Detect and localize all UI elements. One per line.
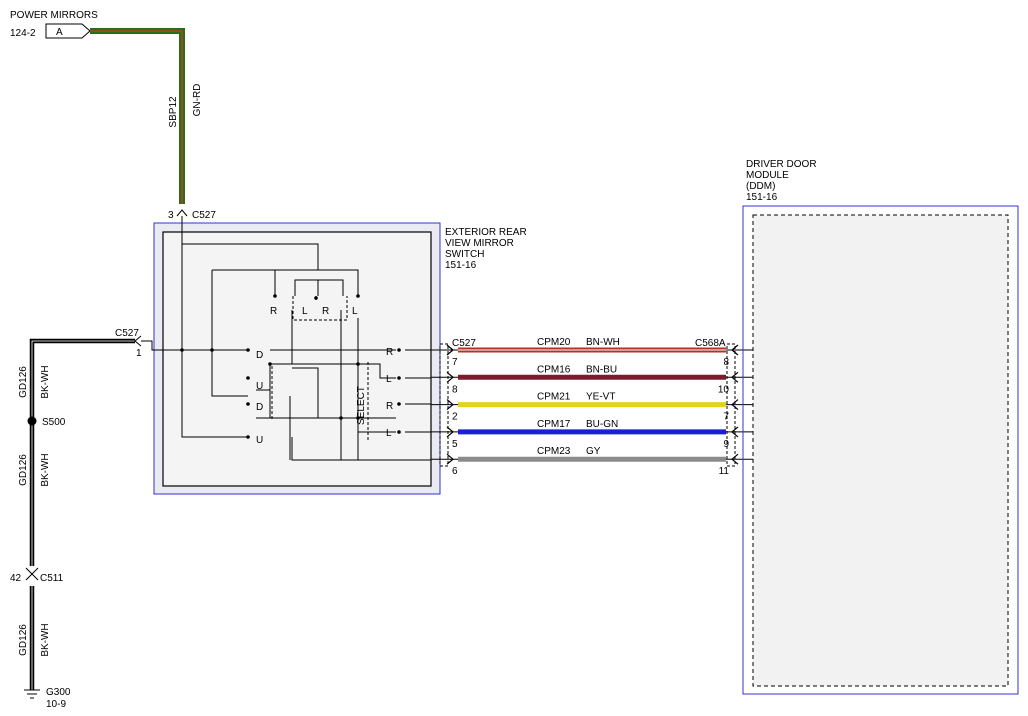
module-title-line-4: 151-16 xyxy=(746,192,778,203)
ground-c527-arrow xyxy=(134,335,142,347)
switch-junction-dots xyxy=(180,294,401,439)
feed-pin: 3 xyxy=(168,210,174,221)
ground-c527-pin: 1 xyxy=(136,348,142,359)
c511-label: C511 xyxy=(40,573,64,584)
wire-cpm23-left-arrow xyxy=(446,453,454,465)
right-connector-label: C568A xyxy=(695,338,726,349)
switch-title-line-4: 151-16 xyxy=(445,260,477,271)
wire-cpm17-right-arrow xyxy=(731,426,739,438)
ground-ref: 10-9 xyxy=(46,699,66,710)
wire-left-pin: 8 xyxy=(452,384,458,395)
switch-internal-wiring xyxy=(141,216,431,461)
ground-wire xyxy=(29,338,135,690)
wire-color-label: GY xyxy=(586,446,601,457)
wire-circuit-label: CPM16 xyxy=(537,364,571,375)
wire-circuit-label: CPM17 xyxy=(537,419,571,430)
ground-circuit-2: GD126 xyxy=(18,454,29,486)
feed-color: GN-RD xyxy=(192,84,203,117)
feed-wire xyxy=(90,28,185,204)
c511-arrow-top xyxy=(25,567,39,575)
ground-label: G300 xyxy=(46,687,71,698)
feed-pin-arrow xyxy=(176,209,188,217)
wire-circuit-label: CPM20 xyxy=(537,337,571,348)
wire-circuit-label: CPM21 xyxy=(537,392,571,403)
ground-symbol xyxy=(24,689,40,699)
power-mirrors-connector-letter: A xyxy=(56,27,63,38)
switch-contact-u-1: U xyxy=(256,381,263,392)
ground-color-1: BK-WH xyxy=(40,365,51,398)
wire-color-label: BN-BU xyxy=(586,364,617,375)
wire-cpm21-right-arrow xyxy=(731,399,739,411)
wire-cpm16-left-arrow xyxy=(446,371,454,383)
power-mirrors-connector-tag xyxy=(45,23,91,39)
module-title-line-1: DRIVER DOOR xyxy=(746,159,817,170)
wire-right-pin: 10 xyxy=(718,384,730,395)
switch-title-line-2: VIEW MIRROR xyxy=(445,238,514,249)
wire-right-pin: 7 xyxy=(723,412,729,423)
wire-cpm20-right-arrow xyxy=(731,344,739,356)
wire-left-pin: 6 xyxy=(452,466,458,477)
switch-contact-l-3: L xyxy=(386,374,392,385)
switch-contact-l-1: L xyxy=(302,306,308,317)
switch-title-line-3: SWITCH xyxy=(445,249,484,260)
switch-contact-d-1: D xyxy=(256,350,263,361)
wire-color-label: BU-GN xyxy=(586,419,618,430)
switch-contact-d-2: D xyxy=(256,402,263,413)
switch-body xyxy=(162,231,432,487)
switch-contact-r-1: R xyxy=(270,306,277,317)
feed-connector: C527 xyxy=(192,210,216,221)
wire-color-label: YE-VT xyxy=(586,392,615,403)
switch-title-line-1: EXTERIOR REAR xyxy=(445,227,527,238)
wire-cpm20-left-arrow xyxy=(446,344,454,356)
wire-cpm17-left-arrow xyxy=(446,426,454,438)
module-outline xyxy=(742,205,1019,695)
feed-circuit: SBP12 xyxy=(168,96,179,128)
switch-contact-r-4: R xyxy=(386,401,393,412)
switch-contact-r-2: R xyxy=(322,306,329,317)
ground-color-3: BK-WH xyxy=(40,623,51,656)
power-mirrors-ref: 124-2 xyxy=(10,28,36,39)
wire-left-pin: 5 xyxy=(452,439,458,450)
ground-color-2: BK-WH xyxy=(40,453,51,486)
splice-s500-label: S500 xyxy=(42,417,66,428)
ground-circuit-1: GD126 xyxy=(18,366,29,398)
c511-pin: 42 xyxy=(10,573,22,584)
wire-right-pin: 8 xyxy=(723,357,729,368)
switch-contact-r-3: R xyxy=(386,347,393,358)
wire-right-pin: 9 xyxy=(723,439,729,450)
wire-color-label: BN-WH xyxy=(586,337,620,348)
wire-cpm16-right-arrow xyxy=(731,371,739,383)
ground-circuit-3: GD126 xyxy=(18,624,29,656)
wire-right-pin: 11 xyxy=(719,466,730,477)
module-title-line-2: MODULE xyxy=(746,170,789,181)
module-body xyxy=(752,214,1009,687)
power-mirrors-label: POWER MIRRORS xyxy=(10,10,98,21)
switch-contact-l-4: L xyxy=(386,428,392,439)
switch-contact-u-2: U xyxy=(256,435,263,446)
ground-c527-connector: C527 xyxy=(115,328,139,339)
module-title-line-3: (DDM) xyxy=(746,181,775,192)
wire-cpm21-left-arrow xyxy=(446,399,454,411)
wire-left-pin: 7 xyxy=(452,357,458,368)
wire-circuit-label: CPM23 xyxy=(537,446,571,457)
switch-contact-l-2: L xyxy=(352,306,358,317)
wire-left-pin: 2 xyxy=(452,412,458,423)
c511-arrow-bottom xyxy=(25,573,39,581)
splice-s500-dot xyxy=(27,416,37,426)
switch-select-label: SELECT xyxy=(356,386,367,425)
wire-cpm23-right-arrow xyxy=(731,453,739,465)
left-connector-label: C527 xyxy=(452,338,476,349)
